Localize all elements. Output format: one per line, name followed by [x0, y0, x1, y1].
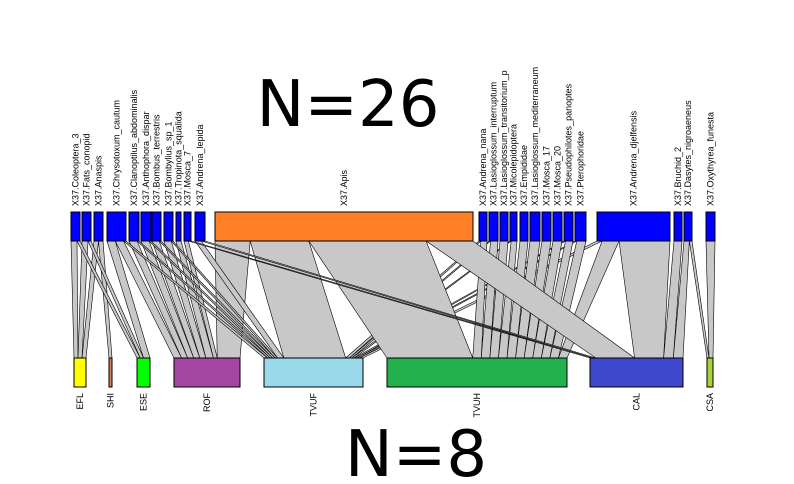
higher-node-x37-lasioglossum-interruptum[interactable]: [488, 211, 499, 242]
higher-node-label: X37.Empididae: [519, 145, 529, 206]
higher-node-x37-empididae[interactable]: [519, 211, 529, 242]
lower-node-shi[interactable]: [108, 357, 113, 388]
higher-node-label: X37.Lasioglossum_mediterraneum: [530, 67, 540, 206]
higher-node-x37-micolepidoptera[interactable]: [509, 211, 518, 242]
lower-level-count-heading: N=8: [345, 418, 487, 484]
interaction-link-x37-coleoptera-3-efl: [70, 240, 79, 359]
higher-node-x37-oxythyrea-funesta[interactable]: [705, 211, 716, 242]
higher-node-label: X37.Bruchid_2: [673, 147, 683, 206]
higher-node-label: X37.Bombylius_sp_1: [164, 121, 174, 206]
higher-node-x37-bombus-terrestris[interactable]: [151, 211, 162, 242]
higher-node-label: X37.Lasioglossum_transitorium_p: [499, 70, 509, 206]
higher-node-label: X37.Mosca_20: [553, 146, 563, 206]
higher-node-label: X37.Tropinota_squalida: [174, 111, 184, 206]
higher-node-label: X37.Andrena_djelfensis: [629, 110, 639, 206]
higher-node-x37-fats-conopid[interactable]: [81, 211, 92, 242]
lower-node-efl[interactable]: [73, 357, 87, 388]
lower-level-boxes: [73, 357, 714, 388]
higher-node-x37-tropinota-squalida[interactable]: [175, 211, 182, 242]
higher-node-label: X37.Bombus_terrestris: [152, 114, 162, 206]
higher-node-label: X37.Mosca_17: [542, 146, 552, 206]
lower-node-label: EFL: [75, 393, 85, 410]
lower-node-label: CSA: [705, 393, 715, 412]
lower-level-labels: EFL SHI ESE ROF TVUF TVUH CAL CSA: [75, 393, 715, 418]
higher-node-label: X37.Pterophoridae: [576, 131, 586, 206]
higher-node-x37-andrena-lepida[interactable]: [194, 211, 206, 242]
lower-node-csa[interactable]: [706, 357, 714, 388]
higher-node-label: X37.Pseudophilotes_panoptes: [564, 83, 574, 206]
higher-node-label: X37.Clanoptilus_abdominalis: [129, 89, 139, 206]
higher-level-boxes: [70, 211, 716, 242]
lower-node-label: ESE: [139, 393, 149, 411]
higher-node-label: X37.Fats_conopid: [82, 133, 92, 206]
higher-node-x37-lasioglossum-mediterraneum[interactable]: [529, 211, 541, 242]
lower-node-label: ROF: [202, 393, 212, 413]
lower-node-cal[interactable]: [589, 357, 684, 388]
interaction-link-x37-dasytes-nigroaeneus-csa: [688, 240, 710, 359]
higher-node-x37-andrena-nana[interactable]: [478, 211, 488, 242]
higher-node-label: X37.Andrena_lepida: [195, 124, 205, 206]
lower-node-label: TVUF: [309, 393, 319, 417]
lower-node-label: CAL: [632, 393, 642, 411]
lower-node-label: SHI: [106, 393, 116, 408]
higher-node-label: X37.Chrysotoxum_cautum: [112, 100, 122, 206]
interaction-links: [70, 240, 716, 359]
higher-node-label: X37.Dasytes_nigroaeneus: [683, 100, 693, 206]
higher-node-x37-apis[interactable]: [214, 211, 474, 242]
lower-node-tvuh[interactable]: [386, 357, 568, 388]
higher-node-label: X37.Anthophora_dispar: [141, 111, 151, 206]
higher-node-x37-mosca-7[interactable]: [183, 211, 192, 242]
higher-node-x37-bruchid-2[interactable]: [673, 211, 683, 242]
higher-node-x37-chrysotoxum-cautum[interactable]: [106, 211, 127, 242]
interaction-link-x37-oxythyrea-funesta-csa: [705, 240, 716, 359]
interaction-link-x37-andrena-djelfensis-cal: [618, 240, 671, 359]
higher-node-x37-coleoptera-3[interactable]: [70, 211, 81, 242]
higher-node-x37-andrena-djelfensis[interactable]: [596, 211, 671, 242]
higher-node-label: X37.Coleoptera_3: [71, 133, 81, 206]
higher-node-x37-pseudophilotes-panoptes[interactable]: [563, 211, 574, 242]
lower-node-tvuf[interactable]: [263, 357, 364, 388]
higher-node-label: X37.Lasioglossum_interruptum: [489, 82, 499, 206]
higher-level-count-heading: N=26: [257, 68, 440, 142]
higher-node-label: X37.Andrena_nana: [478, 128, 488, 206]
higher-node-x37-clanoptilus-abdominalis[interactable]: [128, 211, 140, 242]
lower-node-label: TVUH: [472, 393, 482, 418]
higher-node-x37-bombylius-sp-1[interactable]: [163, 211, 174, 242]
higher-node-label: X37.Micolepidoptera: [509, 124, 519, 206]
higher-node-x37-anaspis[interactable]: [93, 211, 104, 242]
higher-node-x37-mosca-20[interactable]: [552, 211, 563, 242]
higher-node-x37-lasioglossum-transitorium-p[interactable]: [499, 211, 509, 242]
lower-node-ese[interactable]: [136, 357, 151, 388]
higher-node-x37-anthophora-dispar[interactable]: [140, 211, 152, 242]
higher-node-label: X37.Anaspis: [94, 155, 104, 206]
higher-node-x37-dasytes-nigroaeneus[interactable]: [683, 211, 693, 242]
higher-node-label: X37.Oxythyrea_funesta: [706, 112, 716, 206]
higher-node-label: X37.Apis: [339, 169, 349, 206]
higher-node-label: X37.Mosca_7: [183, 151, 193, 206]
lower-node-rof[interactable]: [173, 357, 241, 388]
higher-node-x37-mosca-17[interactable]: [541, 211, 552, 242]
higher-node-x37-pterophoridae[interactable]: [574, 211, 587, 242]
